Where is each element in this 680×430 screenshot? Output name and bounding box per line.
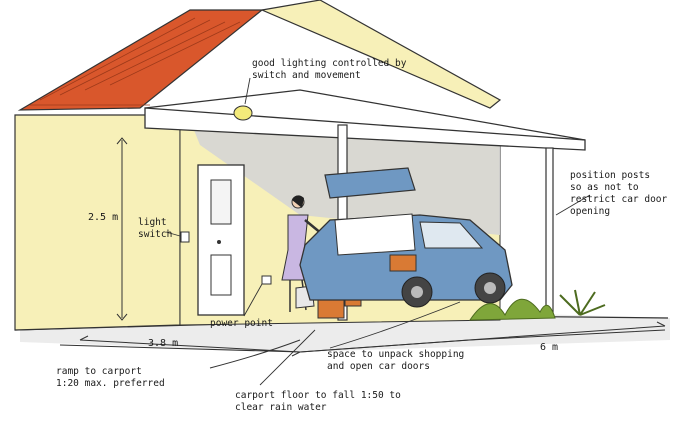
label-floor-fall: carport floor to fall 1:50 to clear rain… <box>235 390 401 413</box>
car-window <box>419 221 484 249</box>
car-wheel-rear-hub <box>411 286 423 298</box>
roof-edge <box>259 0 502 109</box>
label-ramp: ramp to carport 1:20 max. preferred <box>56 366 165 389</box>
carport-depth-dimension <box>299 321 666 353</box>
power-point-plate <box>261 275 272 285</box>
label-carport-depth: 6 m <box>540 342 559 353</box>
label-light-switch: light switch <box>138 217 173 240</box>
leader-power-point <box>243 283 263 317</box>
leader-unpack <box>329 301 461 349</box>
leader-floor-fall <box>259 329 316 386</box>
leader-light-switch <box>165 231 181 237</box>
roof-tiles <box>30 17 241 106</box>
label-carport-width: 3.8 m <box>148 338 179 349</box>
door-panel <box>210 254 232 296</box>
label-power-point: power point <box>210 318 273 329</box>
car-boot-interior <box>334 213 416 256</box>
shopping-box <box>317 297 345 319</box>
garden-plant <box>469 298 556 321</box>
person-hair <box>292 195 304 208</box>
carport-fascia <box>144 89 586 141</box>
carport-width-dimension <box>79 335 301 357</box>
leader-posts <box>555 194 591 216</box>
car-cargo-box <box>389 254 417 272</box>
light-switch-plate <box>180 231 190 243</box>
light-fixture <box>233 105 253 121</box>
door-window <box>210 179 232 225</box>
leader-lighting <box>244 77 251 105</box>
car-boot-lid <box>324 167 416 199</box>
carport-beam <box>144 107 586 151</box>
ramp-curve <box>209 339 301 369</box>
label-lighting: good lighting controlled by switch and m… <box>252 58 407 81</box>
door-handle <box>217 240 221 244</box>
height-dimension-line <box>116 137 128 321</box>
palm-plant <box>559 289 606 316</box>
label-posts: position posts so as not to restrict car… <box>570 170 668 217</box>
label-height: 2.5 m <box>88 212 119 223</box>
carport-post-back <box>545 147 554 317</box>
car-wheel-front-hub <box>484 282 496 294</box>
label-unpack-space: space to unpack shopping and open car do… <box>327 349 465 372</box>
roof <box>17 9 264 111</box>
